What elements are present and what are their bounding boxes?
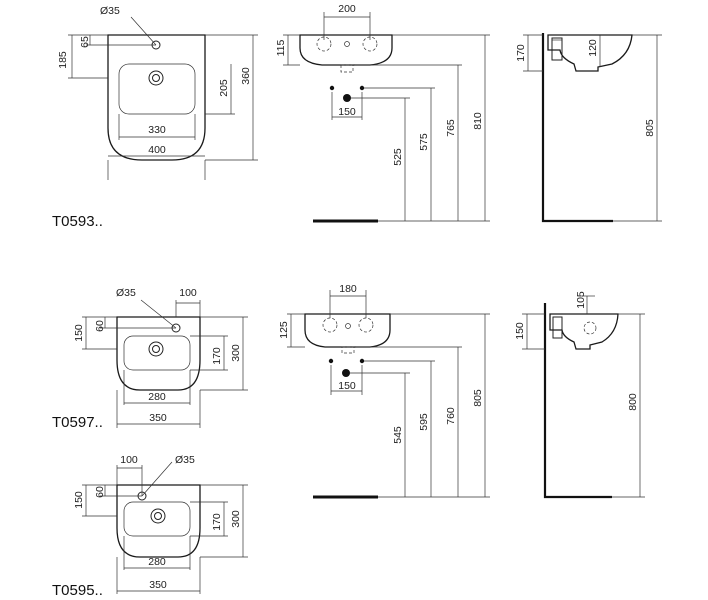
t0597-side-view: 180 125 150 545 595 760 805 [278, 283, 490, 499]
t0593-side-dim-765: 765 [445, 119, 457, 137]
t0597-side-dim-545: 545 [392, 426, 404, 444]
t0597-dim-100: 100 [179, 287, 197, 299]
t0593-model-label: T0593.. [52, 213, 103, 230]
t0597-outlet-dot-right [359, 358, 365, 364]
t0593-profile-dim-805: 805 [644, 119, 656, 137]
t0597-front-view: Ø35 100 150 60 170 300 280 350 T0597.. [52, 287, 248, 431]
t0593-side-dim-575: 575 [418, 133, 430, 151]
t0597-dim-170: 170 [211, 347, 223, 365]
t0597-side-dim-595: 595 [418, 413, 430, 431]
t0593-side-dim-150: 150 [338, 106, 356, 118]
t0597-dim-60: 60 [94, 320, 106, 332]
t0595-dim-280: 280 [148, 556, 166, 568]
t0593-profile-dim-120: 120 [587, 39, 599, 57]
t0593-profile-dim-170: 170 [515, 44, 527, 62]
t0597-profile-dim-105: 105 [575, 291, 587, 309]
t0597-side-dim-180: 180 [339, 283, 357, 295]
t0593-dim-360: 360 [240, 67, 252, 85]
t0593-outlet-dot-left [329, 85, 335, 91]
t0595-dim-300: 300 [230, 510, 242, 528]
t0595-dim-100: 100 [120, 454, 138, 466]
t0597-dim-300: 300 [230, 344, 242, 362]
t0593-drain-dot [343, 94, 351, 102]
t0597-drain-dot [342, 369, 350, 377]
t0597-side-dim-125: 125 [278, 321, 290, 339]
t0593-side-view: 200 115 150 525 575 765 810 [275, 3, 490, 223]
t0593-outlet-dot-right [359, 85, 365, 91]
t0595-front-view: Ø35 100 150 60 170 300 280 350 T0595.. [52, 454, 248, 599]
t0593-hole-diameter: Ø35 [100, 5, 120, 17]
t0595-dim-350: 350 [149, 579, 167, 591]
t0597-side-dim-805: 805 [472, 389, 484, 407]
t0595-model-label: T0595.. [52, 582, 103, 599]
t0597-profile-dim-150: 150 [514, 322, 526, 340]
t0593-side-dim-810: 810 [472, 112, 484, 130]
t0593-dim-330: 330 [148, 124, 166, 136]
t0595-dim-170: 170 [211, 513, 223, 531]
t0597-dim-150: 150 [73, 324, 85, 342]
t0597-profile-view: 105 150 800 [514, 291, 645, 499]
t0593-dim-185: 185 [57, 51, 69, 69]
t0595-dim-60: 60 [94, 486, 106, 498]
t0597-side-dim-150: 150 [338, 380, 356, 392]
t0593-side-dim-200: 200 [338, 3, 356, 15]
t0597-side-dim-760: 760 [445, 407, 457, 425]
t0597-outlet-dot-left [328, 358, 334, 364]
t0593-dim-400: 400 [148, 144, 166, 156]
t0593-dim-205: 205 [218, 79, 230, 97]
t0593-side-dim-525: 525 [392, 148, 404, 166]
t0597-dim-350: 350 [149, 412, 167, 424]
t0593-dim-65: 65 [79, 36, 91, 48]
t0597-hole-diameter: Ø35 [116, 287, 136, 299]
t0597-model-label: T0597.. [52, 414, 103, 431]
t0593-front-view: Ø35 185 65 205 360 330 400 T0593.. [52, 5, 258, 230]
t0597-profile-dim-800: 800 [627, 393, 639, 411]
t0595-dim-150: 150 [73, 491, 85, 509]
t0595-hole-diameter: Ø35 [175, 454, 195, 466]
t0597-dim-280: 280 [148, 391, 166, 403]
t0593-profile-view: 170 120 805 [515, 33, 662, 223]
t0593-side-dim-115: 115 [275, 39, 287, 56]
